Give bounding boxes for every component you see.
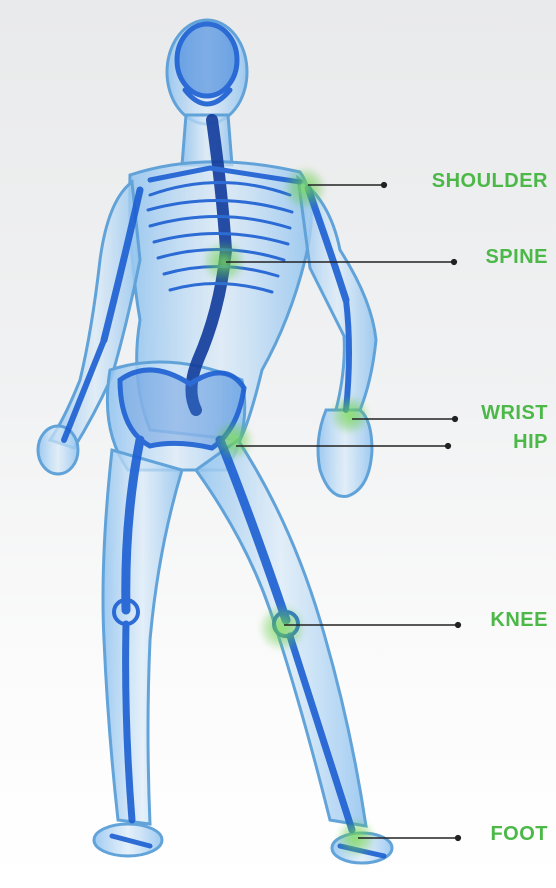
spine-leader-dot (452, 260, 457, 265)
knee-label: KNEE (490, 610, 548, 630)
shoulder-leader-dot (382, 183, 387, 188)
wrist-label: WRIST (481, 403, 548, 423)
wrist-leader-dot (453, 417, 458, 422)
knee-leader-dot (456, 623, 461, 628)
shoulder-glow (283, 166, 327, 210)
knee-glow (258, 604, 306, 652)
foot-label: FOOT (490, 824, 548, 844)
hip-leader-dot (446, 444, 451, 449)
shoulder-label: SHOULDER (432, 171, 548, 191)
hip-glow (214, 420, 254, 460)
hip-label: HIP (513, 432, 548, 452)
spine-label: SPINE (485, 247, 548, 267)
foot-leader-dot (456, 836, 461, 841)
wrist-glow (330, 395, 370, 435)
